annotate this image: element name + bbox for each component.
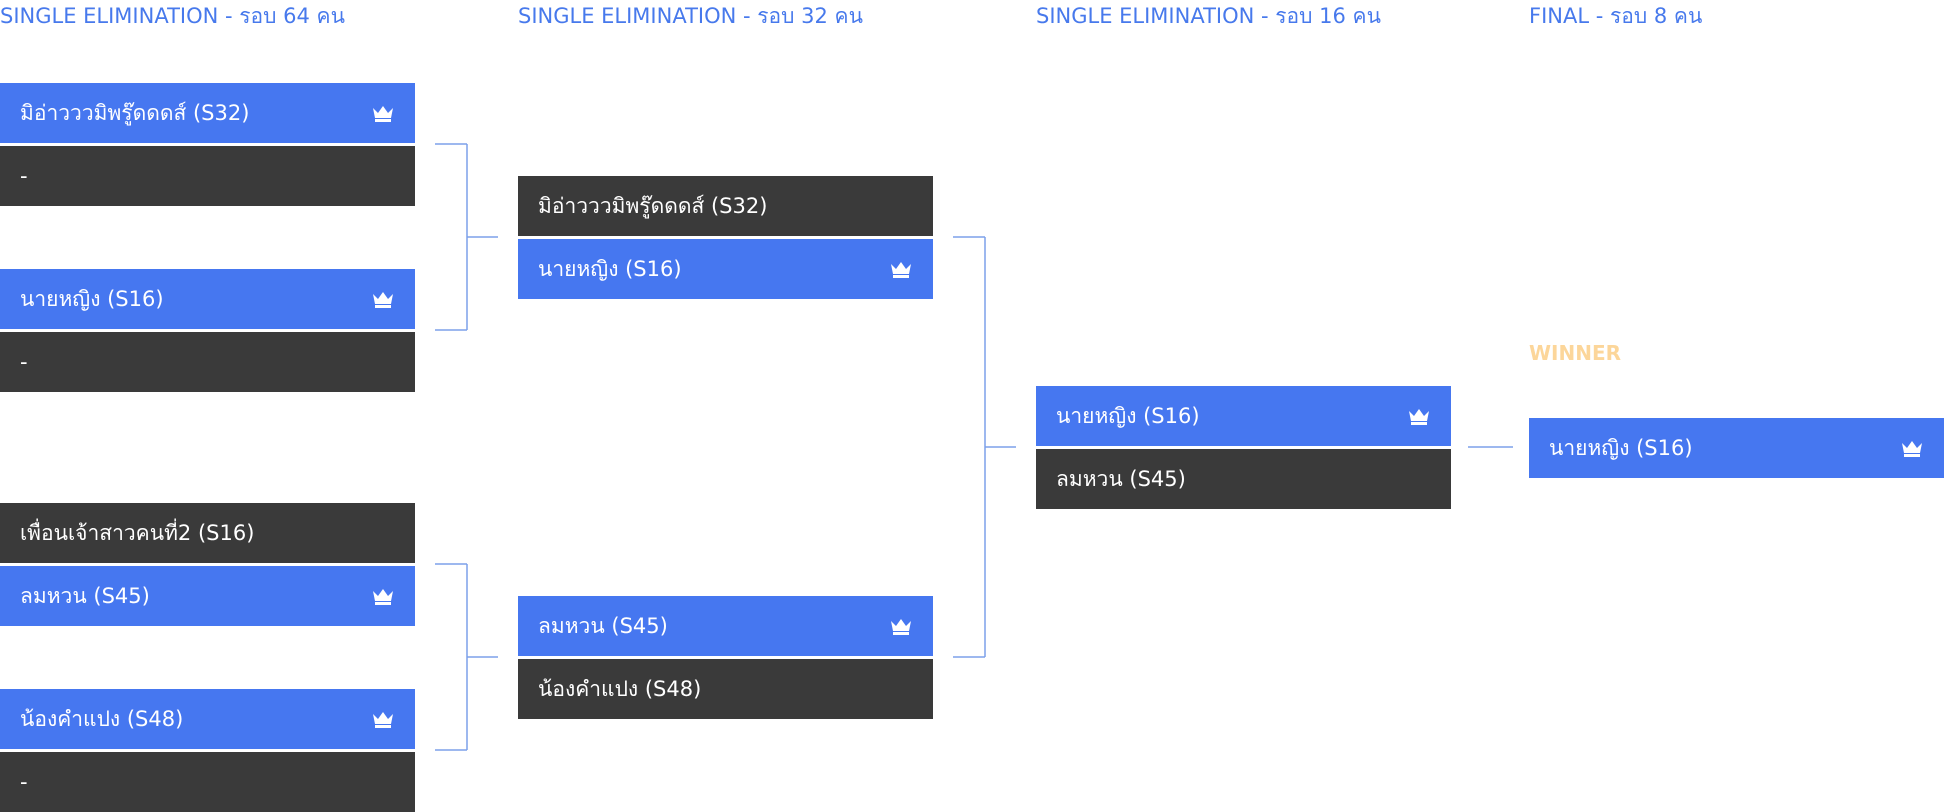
player-name: ลมหวน (S45) <box>538 613 668 638</box>
crown-icon <box>373 106 393 122</box>
crown-icon <box>1409 409 1429 425</box>
crown-icon <box>891 619 911 635</box>
player-name: นายหญิง (S16) <box>1549 435 1693 460</box>
player-name: นายหญิง (S16) <box>538 256 682 281</box>
crown-icon <box>373 292 393 308</box>
champion-slot[interactable]: นายหญิง (S16) <box>1529 418 1944 478</box>
player-name: - <box>20 164 28 188</box>
round-32-title: SINGLE ELIMINATION - รอบ 32 คน <box>518 4 863 28</box>
r32-slot-2[interactable]: นายหญิง (S16) <box>518 239 933 299</box>
player-name: น้องคำแปง (S48) <box>20 706 184 731</box>
final-round-title: FINAL - รอบ 8 คน <box>1529 4 1703 28</box>
player-name: ลมหวน (S45) <box>20 583 150 608</box>
r32-slot-1[interactable]: มิอ่าวววมิพรู๊ดดดส์ (S32) <box>518 176 933 236</box>
r64-slot-3[interactable]: นายหญิง (S16) <box>0 269 415 329</box>
player-name: นายหญิง (S16) <box>1056 403 1200 428</box>
r64-slot-8[interactable]: - <box>0 752 415 812</box>
player-name: น้องคำแปง (S48) <box>538 676 702 701</box>
r16-slot-2[interactable]: ลมหวน (S45) <box>1036 449 1451 509</box>
crown-icon <box>891 262 911 278</box>
crown-icon <box>373 712 393 728</box>
r32-slot-4[interactable]: น้องคำแปง (S48) <box>518 659 933 719</box>
player-name: เพื่อนเจ้าสาวคนที่2 (S16) <box>20 520 255 545</box>
player-name: มิอ่าวววมิพรู๊ดดดส์ (S32) <box>538 193 768 218</box>
round-16-title: SINGLE ELIMINATION - รอบ 16 คน <box>1036 4 1381 28</box>
round-64-title: SINGLE ELIMINATION - รอบ 64 คน <box>0 4 345 28</box>
player-name: - <box>20 770 28 794</box>
r64-slot-4[interactable]: - <box>0 332 415 392</box>
player-name: นายหญิง (S16) <box>20 286 164 311</box>
r16-slot-1[interactable]: นายหญิง (S16) <box>1036 386 1451 446</box>
r64-slot-7[interactable]: น้องคำแปง (S48) <box>0 689 415 749</box>
crown-icon <box>373 589 393 605</box>
r64-slot-1[interactable]: มิอ่าวววมิพรู๊ดดดส์ (S32) <box>0 83 415 143</box>
player-name: มิอ่าวววมิพรู๊ดดดส์ (S32) <box>20 100 250 125</box>
r32-slot-3[interactable]: ลมหวน (S45) <box>518 596 933 656</box>
r64-slot-5[interactable]: เพื่อนเจ้าสาวคนที่2 (S16) <box>0 503 415 563</box>
r64-slot-2[interactable]: - <box>0 146 415 206</box>
player-name: - <box>20 350 28 374</box>
r64-slot-6[interactable]: ลมหวน (S45) <box>0 566 415 626</box>
crown-icon <box>1902 441 1922 457</box>
player-name: ลมหวน (S45) <box>1056 466 1186 491</box>
winner-label: WINNER <box>1529 341 1622 365</box>
